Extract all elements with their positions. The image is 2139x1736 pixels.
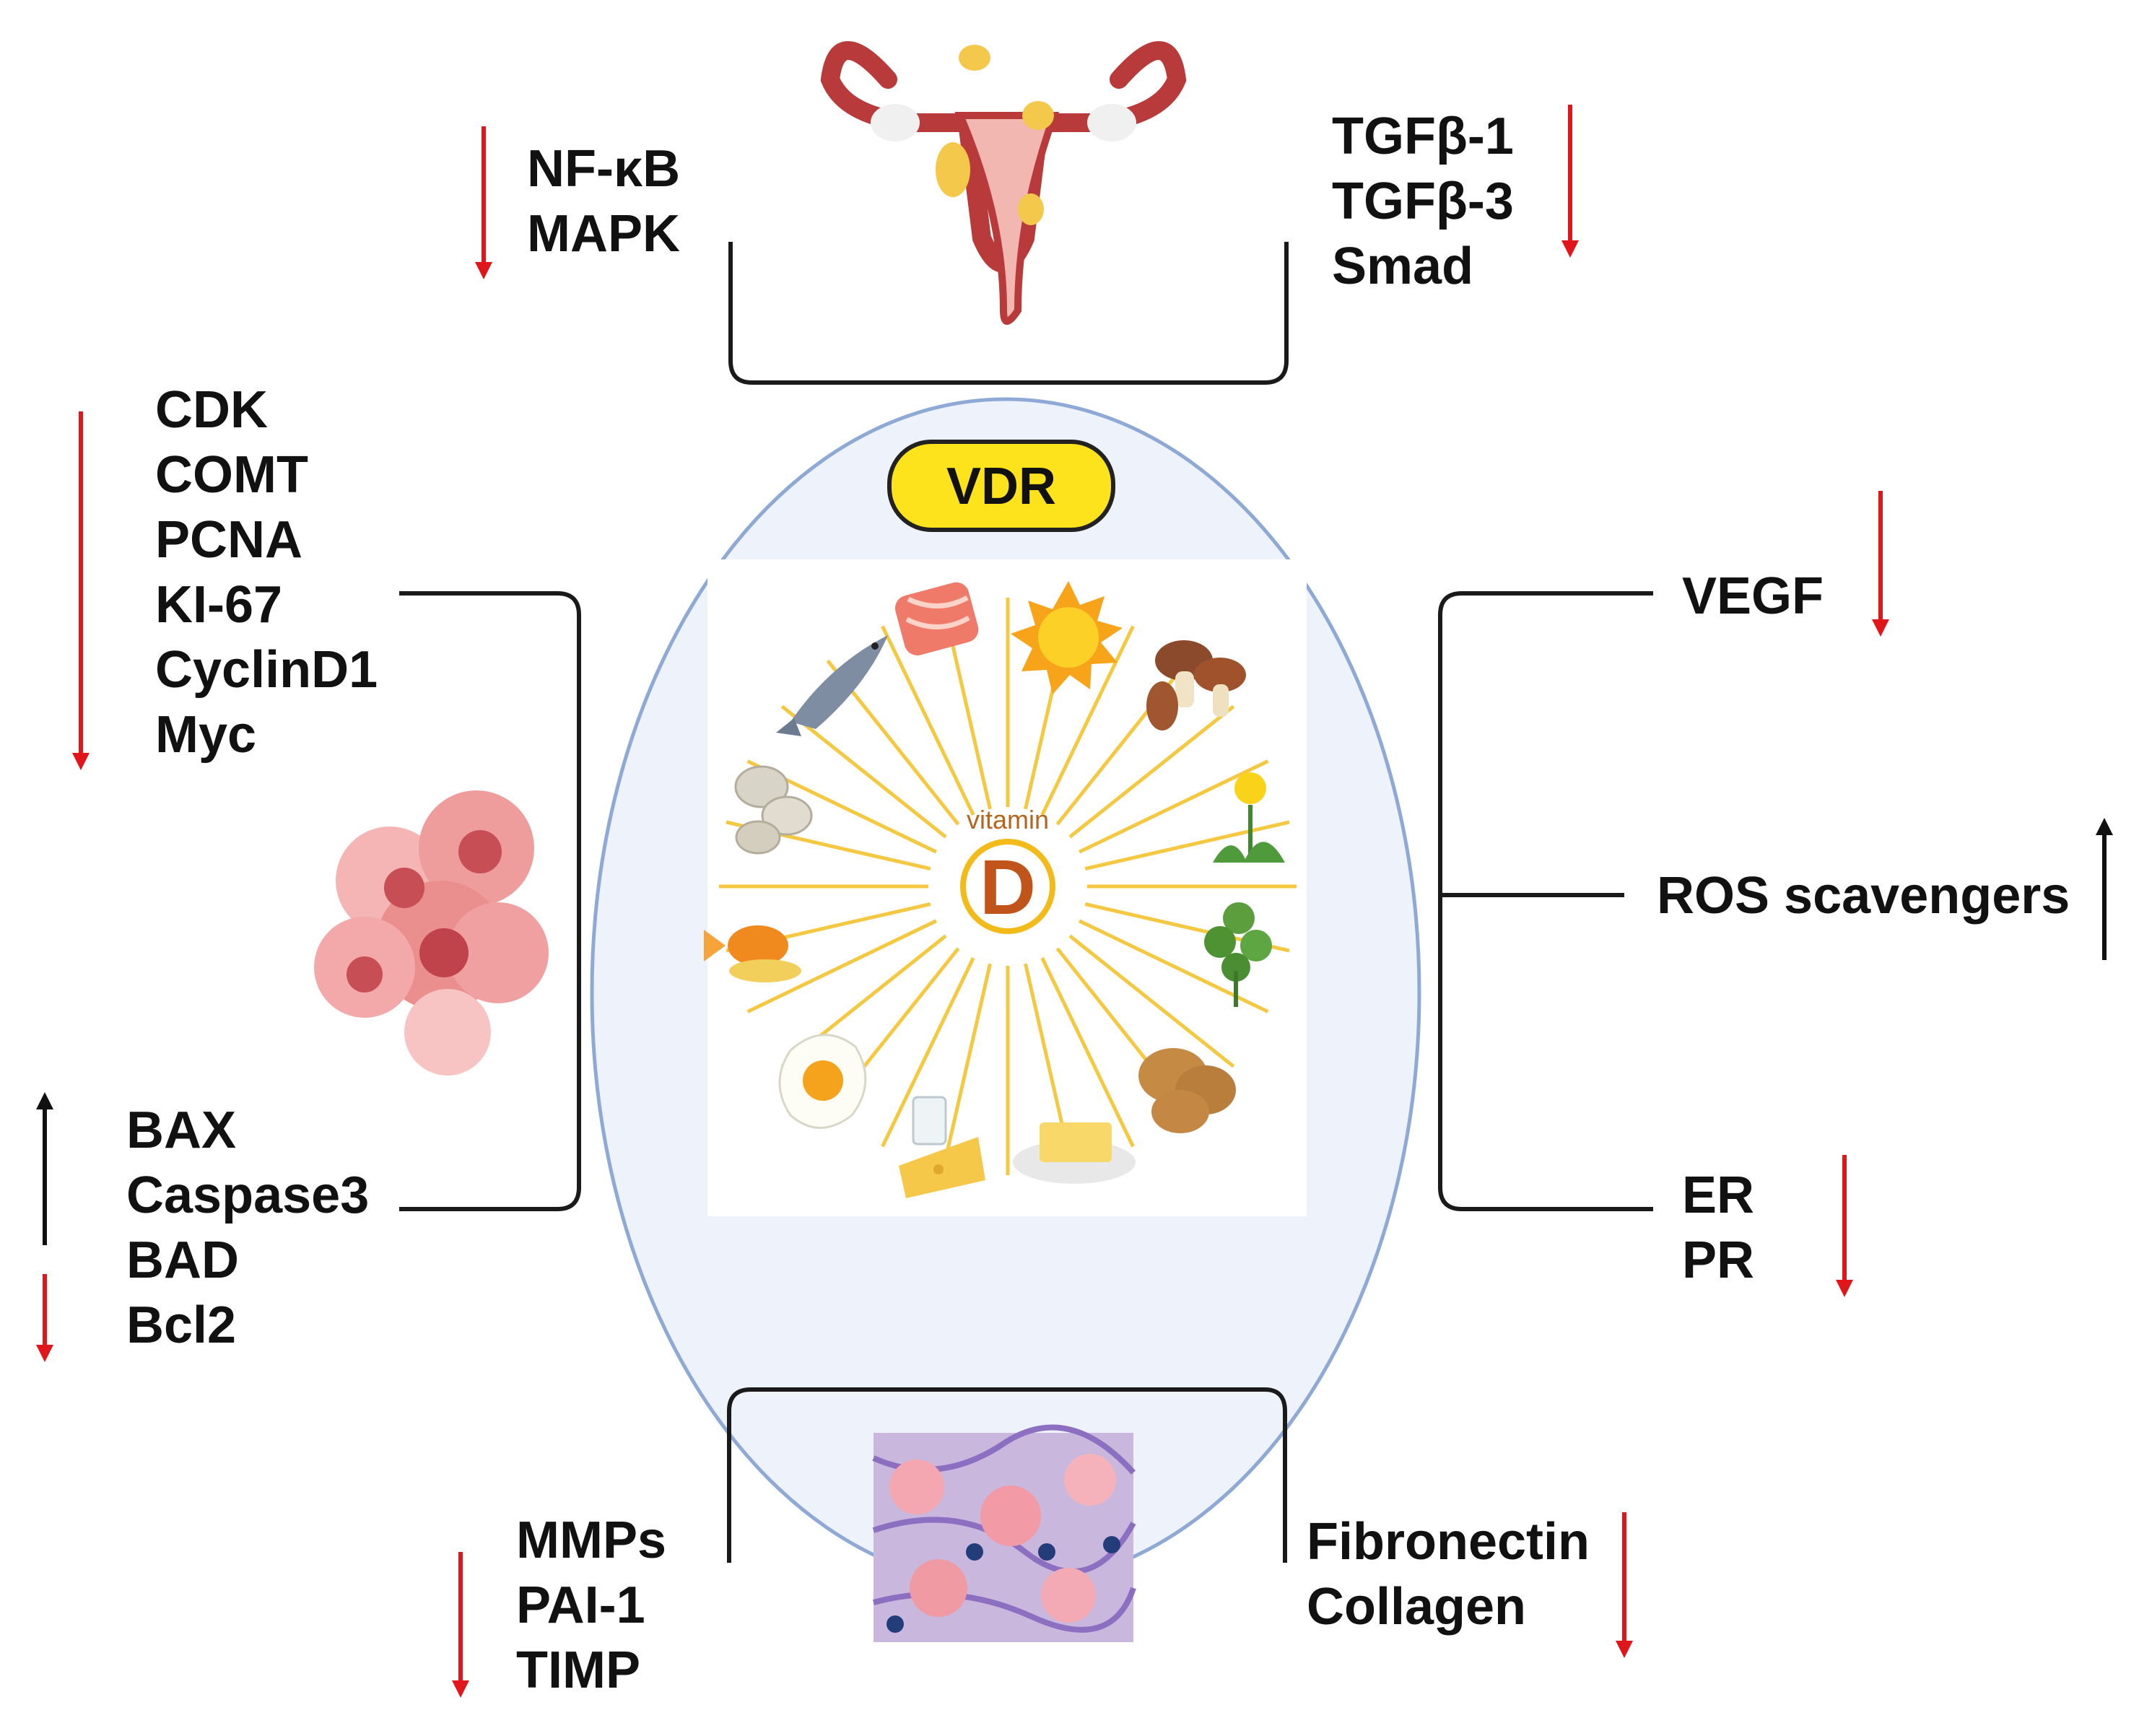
oyster-icon (734, 765, 813, 855)
tumor-cells-icon (314, 790, 549, 1076)
potato-icon (1138, 1048, 1236, 1133)
label-smad: Smad (1332, 237, 1473, 295)
sun-ray (1084, 820, 1290, 871)
top-right-labels: TGFβ-1 TGFβ-3 Smad (1332, 108, 1514, 295)
sun-ray (780, 705, 947, 839)
salmon-steak-icon (894, 582, 979, 655)
sun-ray (1068, 705, 1235, 839)
left-bracket (399, 591, 581, 1211)
label-pcna: PCNA (155, 511, 302, 569)
label-bcl2: Bcl2 (126, 1296, 236, 1354)
bottom-bracket (727, 1387, 1287, 1563)
bottom-right-labels: Fibronectin Collagen (1307, 1513, 1590, 1636)
vdr-badge-label: VDR (946, 458, 1056, 515)
left-upper-labels: CDK COMT PCNA KI-67 CyclinD1 Myc (155, 381, 378, 764)
label-bad: BAD (126, 1231, 239, 1289)
label-myc: Myc (155, 706, 256, 764)
top-left-labels: NF-κB MAPK (527, 140, 680, 263)
sun-ray (941, 963, 992, 1169)
label-tgfb1: TGFβ-1 (1332, 108, 1514, 165)
dandelion-icon (1213, 772, 1285, 863)
label-fibronectin: Fibronectin (1307, 1513, 1590, 1571)
sun-ray (746, 919, 937, 1013)
vitamin-word: vitamin (967, 805, 1049, 834)
goldfish-icon (704, 925, 801, 982)
label-nfkb: NF-κB (527, 140, 680, 198)
label-bax: BAX (126, 1102, 236, 1159)
sun-ray (881, 625, 975, 816)
fish-icon (776, 635, 888, 736)
label-cdk: CDK (155, 381, 268, 439)
label-er: ER (1682, 1166, 1754, 1224)
label-ki67: KI-67 (155, 576, 282, 634)
label-cyclind1: CyclinD1 (155, 641, 378, 699)
sun-ray (1040, 957, 1135, 1148)
label-comt: COMT (155, 446, 308, 504)
cheese-milk-icon (899, 1096, 985, 1198)
vitamin-d-ring (960, 839, 1055, 934)
left-lower-labels: BAX Caspase3 BAD Bcl2 (126, 1102, 369, 1354)
label-pai1: PAI-1 (516, 1576, 645, 1634)
label-tgfb3: TGFβ-3 (1332, 173, 1514, 230)
sun-ray (1040, 625, 1135, 816)
vitamin-d-letter: D (980, 843, 1036, 930)
parsley-icon (1204, 902, 1272, 1007)
extracellular-matrix-icon (872, 1424, 1136, 1642)
label-mmps: MMPs (516, 1512, 666, 1569)
bottom-left-labels: MMPs PAI-1 TIMP (516, 1512, 666, 1699)
sun-ray (881, 957, 975, 1148)
label-ros-scavengers: ROS scavengers (1657, 867, 2070, 925)
butter-icon (1013, 1122, 1136, 1184)
sun-ray (1079, 759, 1269, 854)
label-timp: TIMP (516, 1641, 640, 1699)
sun-icon (1011, 581, 1123, 694)
vdr-badge: VDR (887, 440, 1115, 532)
label-collagen: Collagen (1307, 1578, 1526, 1636)
right-er-labels: ER PR (1682, 1166, 1754, 1289)
right-bracket (1438, 591, 1653, 1211)
label-caspase3: Caspase3 (126, 1166, 369, 1224)
uterus-fibroid-icon (820, 41, 1187, 325)
label-mapk: MAPK (527, 205, 680, 263)
label-vegf: VEGF (1682, 567, 1824, 625)
vitamin-d-panel: vitamin D (704, 559, 1307, 1216)
sun-ray (1068, 934, 1235, 1068)
egg-icon (778, 1034, 867, 1129)
label-pr: PR (1682, 1231, 1754, 1289)
top-bracket (728, 242, 1289, 385)
mushroom-icon (1146, 640, 1246, 730)
